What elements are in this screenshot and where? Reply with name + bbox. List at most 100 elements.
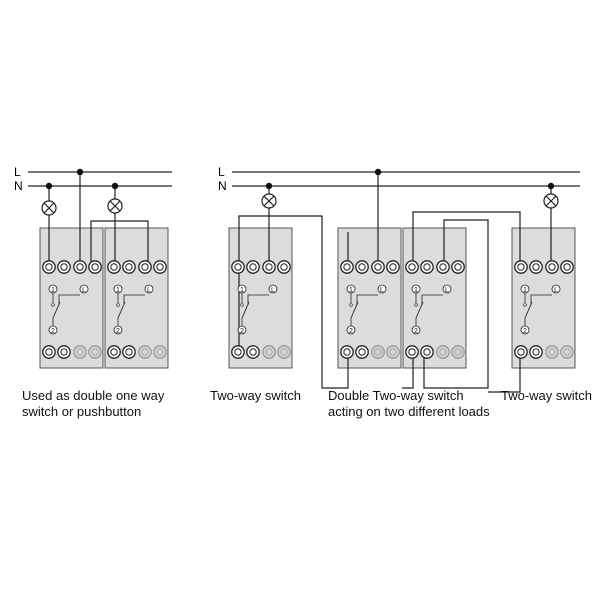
screw-terminal-inner bbox=[60, 348, 68, 356]
junction-dot bbox=[76, 168, 84, 176]
screw-terminal-inner bbox=[408, 263, 416, 271]
contact-point bbox=[414, 303, 418, 307]
screw-terminal-inner bbox=[76, 263, 84, 271]
terminal-label-load: L bbox=[380, 287, 384, 294]
screw-terminal bbox=[42, 345, 56, 359]
screw-terminal bbox=[386, 345, 400, 359]
screw-terminal bbox=[88, 260, 102, 274]
screw-terminal bbox=[231, 260, 245, 274]
lamp-icon bbox=[261, 193, 277, 209]
screw-terminal bbox=[73, 260, 87, 274]
caption-two-way-right: Two-way switch bbox=[501, 388, 592, 404]
terminal-label-2: 2 bbox=[414, 328, 418, 335]
screw-terminal bbox=[514, 345, 528, 359]
contact-point bbox=[116, 303, 120, 307]
junction-dot bbox=[547, 182, 555, 190]
screw-terminal bbox=[420, 345, 434, 359]
screw-terminal-inner bbox=[517, 263, 525, 271]
screw-terminal-inner bbox=[563, 263, 571, 271]
screw-terminal bbox=[122, 345, 136, 359]
contact-point bbox=[240, 303, 244, 307]
bus-label-n-left: N bbox=[14, 179, 23, 193]
junction-dots bbox=[45, 168, 555, 190]
screw-terminal-inner bbox=[563, 348, 571, 356]
screw-terminal-inner bbox=[358, 263, 366, 271]
lamp-icon bbox=[41, 200, 57, 216]
screw-terminal-inner bbox=[60, 263, 68, 271]
screw-terminal bbox=[405, 345, 419, 359]
screw-terminal-inner bbox=[374, 348, 382, 356]
terminal-label-1: 1 bbox=[116, 287, 120, 294]
caption-double-two-way: Double Two-way switch acting on two diff… bbox=[328, 388, 490, 420]
terminal-label-load: L bbox=[445, 287, 449, 294]
wire-m5-bottom bbox=[402, 352, 414, 389]
junction-dot bbox=[374, 168, 382, 176]
terminal-label-group: 1 2 L 1 2 L 1 2 L 1 2 L 1 2 L 1 2 L bbox=[51, 287, 558, 335]
screw-terminal-inner bbox=[110, 348, 118, 356]
screw-terminal bbox=[451, 345, 465, 359]
screw-terminal-inner bbox=[423, 348, 431, 356]
screw-terminal-inner bbox=[280, 348, 288, 356]
screw-terminal-inner bbox=[125, 263, 133, 271]
schematic-line bbox=[123, 294, 145, 305]
wiring bbox=[48, 172, 552, 393]
screw-terminal bbox=[355, 345, 369, 359]
screw-terminal bbox=[420, 260, 434, 274]
caption-line: Double Two-way switch bbox=[328, 388, 464, 403]
wire-m4-m6 bbox=[412, 211, 521, 262]
junction-dot bbox=[111, 182, 119, 190]
screw-terminal bbox=[560, 260, 574, 274]
terminal-label-2: 2 bbox=[116, 328, 120, 335]
screw-terminal bbox=[277, 260, 291, 274]
terminal-marker-load bbox=[144, 284, 154, 294]
screw-terminal bbox=[138, 345, 152, 359]
screw-terminal bbox=[451, 260, 465, 274]
screw-terminal bbox=[371, 345, 385, 359]
lamp-icon bbox=[107, 198, 123, 214]
screw-terminal-inner bbox=[45, 348, 53, 356]
schematic-line bbox=[530, 294, 552, 305]
wire-m6-bottom bbox=[488, 352, 521, 393]
terminal-label-1: 1 bbox=[240, 287, 244, 294]
terminal-marker-load bbox=[268, 284, 278, 294]
screw-terminal-inner bbox=[125, 348, 133, 356]
screw-terminal bbox=[122, 260, 136, 274]
screw-terminal-inner bbox=[439, 263, 447, 271]
screw-terminal-inner bbox=[249, 348, 257, 356]
screw-terminal-inner bbox=[265, 348, 273, 356]
wire-m3-bottom bbox=[238, 215, 349, 389]
screw-terminal bbox=[107, 260, 121, 274]
bus-label-l-left: L bbox=[14, 165, 21, 179]
screw-terminal-inner bbox=[280, 263, 288, 271]
lamps bbox=[41, 193, 559, 216]
screw-terminal-inner bbox=[374, 263, 382, 271]
screw-terminal bbox=[73, 345, 87, 359]
bus-lines bbox=[28, 171, 580, 187]
screw-terminal-inner bbox=[548, 348, 556, 356]
contact-point bbox=[51, 303, 55, 307]
screw-terminal-inner bbox=[141, 263, 149, 271]
screw-terminal bbox=[355, 260, 369, 274]
screw-terminal-inner bbox=[343, 348, 351, 356]
screw-terminal bbox=[514, 260, 528, 274]
screw-terminal bbox=[246, 345, 260, 359]
screw-terminal-inner bbox=[265, 263, 273, 271]
screw-terminal bbox=[560, 345, 574, 359]
screw-terminal-inner bbox=[91, 263, 99, 271]
caption-two-way-left: Two-way switch bbox=[210, 388, 301, 404]
switch-module-1 bbox=[39, 227, 104, 369]
terminal-label-1: 1 bbox=[523, 287, 527, 294]
screw-terminal bbox=[42, 260, 56, 274]
screw-terminal bbox=[529, 260, 543, 274]
bus-label-l-right: L bbox=[218, 165, 225, 179]
terminal-label-1: 1 bbox=[51, 287, 55, 294]
screw-terminal bbox=[405, 260, 419, 274]
screw-terminal bbox=[545, 260, 559, 274]
screw-terminal-inner bbox=[454, 348, 462, 356]
screw-terminal-inner bbox=[389, 348, 397, 356]
terminal-label-2: 2 bbox=[240, 328, 244, 335]
schematic-line bbox=[356, 294, 378, 305]
screw-terminal-inner bbox=[548, 263, 556, 271]
screw-terminal bbox=[231, 345, 245, 359]
